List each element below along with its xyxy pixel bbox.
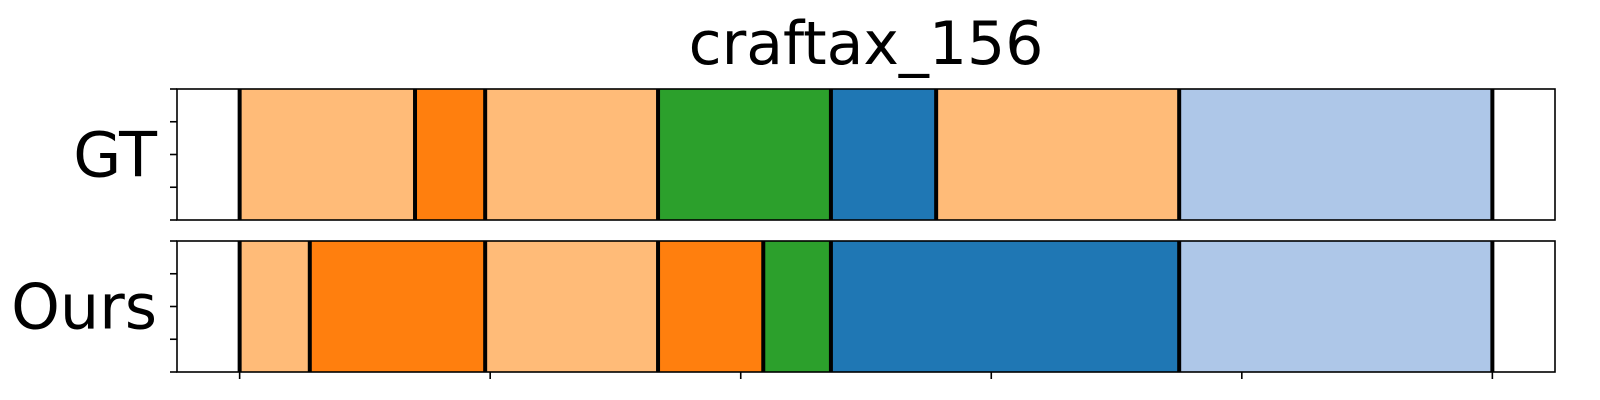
segment-bar xyxy=(1179,89,1493,220)
segment-bar xyxy=(415,89,486,220)
row-panel-ours: Ours xyxy=(11,240,1556,373)
rows-layer: GT Ours xyxy=(11,88,1556,379)
x-axis-ticks xyxy=(238,372,1494,379)
segment-bar xyxy=(658,89,831,220)
segment-bar xyxy=(1179,241,1493,372)
row-label: GT xyxy=(73,119,158,192)
segment-bar xyxy=(309,241,486,372)
row-panel-gt: GT xyxy=(73,88,1556,221)
segment-bar xyxy=(658,241,764,372)
segment-bar xyxy=(485,89,659,220)
row-label: Ours xyxy=(11,271,157,344)
chart-title: craftax_156 xyxy=(689,9,1044,79)
segment-bar xyxy=(830,241,1180,372)
segment-bar xyxy=(485,241,659,372)
segment-bar xyxy=(239,241,310,372)
segment-bar xyxy=(830,89,937,220)
segment-bar xyxy=(936,89,1180,220)
segment-bar xyxy=(239,89,416,220)
segment-bar xyxy=(763,241,831,372)
